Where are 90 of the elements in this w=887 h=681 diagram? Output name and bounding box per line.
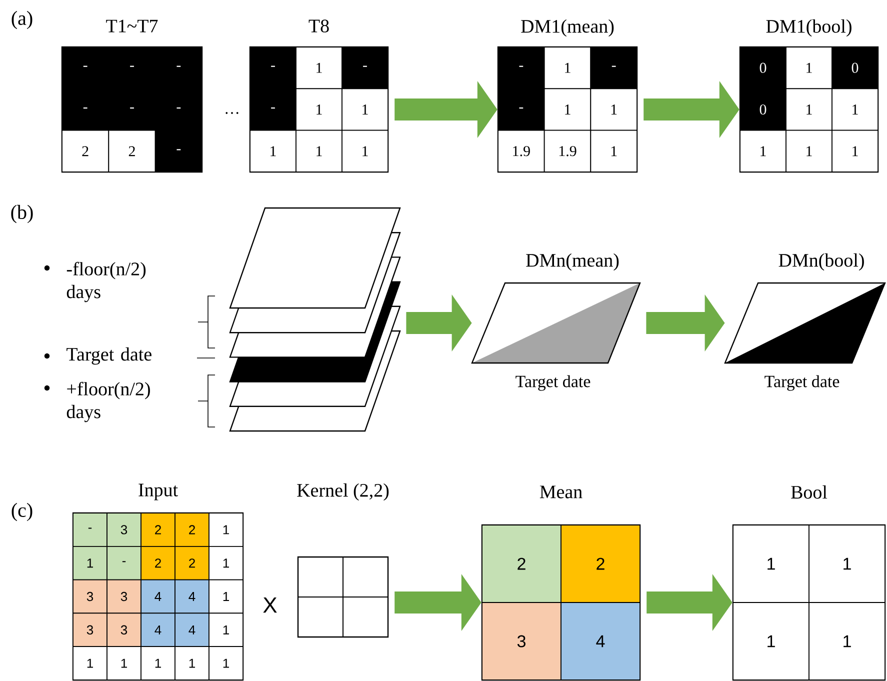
grid-cell: 3 (482, 602, 562, 680)
grid-cell: - (72, 512, 108, 547)
grid-cell: 1 (296, 88, 342, 131)
grid-cell: 1 (732, 524, 810, 603)
grid-cell: - (154, 130, 202, 172)
grid-cell: 0 (740, 88, 786, 131)
grid-cell: 2 (140, 512, 176, 547)
grid-cell: 1 (740, 130, 786, 172)
grid-cell: 3 (72, 579, 108, 614)
grid-cell: - (62, 46, 110, 90)
ellipsis: … (226, 112, 238, 114)
grid-cell: 1 (786, 130, 832, 172)
grid-cell: - (250, 46, 296, 90)
grid-title: T1~T7 (106, 20, 158, 32)
list-item: +floor(n/2) days (44, 382, 150, 422)
grid-cell: - (342, 46, 388, 90)
grid-cell: 2 (482, 524, 562, 603)
grid-title: Input (138, 484, 178, 500)
panel-label: (b) (11, 204, 33, 224)
grid-cell: 1 (140, 646, 176, 680)
shape-title: DMn(mean) (526, 253, 619, 271)
grid-cell: - (590, 46, 638, 90)
grid-cell: 1 (296, 130, 342, 172)
grid-title: Mean (540, 486, 582, 498)
grid-title: Bool (791, 485, 828, 499)
grid-cell: 1 (208, 612, 244, 648)
grid-title: Kernel (2,2) (297, 483, 389, 501)
grid-cell: 1 (342, 130, 388, 172)
grid-cell: 1 (544, 46, 592, 90)
grid-cell: 2 (140, 546, 176, 580)
grid-cell: 1 (72, 546, 108, 580)
list-item: Target date (44, 347, 152, 365)
panel-label: (c) (12, 502, 32, 522)
grid-cell: 2 (174, 546, 210, 580)
grid-cell: 0 (832, 46, 878, 90)
multiply-sign: X (263, 597, 277, 613)
grid-cell: 1 (808, 602, 886, 680)
grid-cell: 4 (140, 612, 176, 648)
grid-cell: 3 (72, 612, 108, 648)
grid-cell: 1 (786, 46, 832, 90)
grid-cell: - (108, 46, 156, 90)
grid-cell: 1 (732, 602, 810, 680)
grid-cell: 0 (740, 46, 786, 90)
grid-cell: - (106, 546, 142, 580)
grid-cell: 2 (174, 512, 210, 547)
grid-cell: 1 (72, 646, 108, 680)
grid-cell: 1.9 (544, 130, 592, 172)
grid-cell: 1 (342, 88, 388, 131)
grid-cell: 4 (560, 602, 640, 680)
grid-title: DM1(mean) (521, 19, 614, 37)
grid-cell: 3 (106, 579, 142, 614)
grid-cell: 1 (786, 88, 832, 131)
grid-cell: 1 (544, 88, 592, 131)
grid-cell: 3 (106, 512, 142, 547)
grid-cell: 3 (106, 612, 142, 648)
grid-cell: 1 (590, 88, 638, 131)
grid-cell: 1 (832, 88, 878, 131)
grid-cell: 1 (832, 130, 878, 172)
grid-cell: - (154, 46, 202, 90)
grid-cell: 1 (174, 646, 210, 680)
grid-cell: - (154, 88, 202, 131)
date-label: Target date (764, 375, 840, 391)
grid-cell: 1 (208, 579, 244, 614)
grid-cell: 4 (174, 579, 210, 614)
grid-cell: 4 (174, 612, 210, 648)
grid-cell: 4 (140, 579, 176, 614)
grid-cell: 2 (560, 524, 640, 603)
grid-cell: 1 (250, 130, 296, 172)
panel-label: (a) (12, 10, 32, 30)
grid-cell: 1.9 (498, 130, 545, 172)
grid-cell: - (250, 88, 296, 131)
grid-cell: 1 (208, 646, 244, 680)
grid-cell: 1 (208, 512, 244, 547)
grid-cell: 1 (296, 46, 342, 90)
grid-cell: - (62, 88, 110, 131)
grid-cell: 1 (208, 546, 244, 580)
date-label: Target date (516, 375, 590, 391)
grid-cell: 1 (808, 524, 886, 603)
grid-cell: - (108, 88, 156, 131)
grid-title: T8 (308, 20, 329, 32)
list-item: -floor(n/2) days (44, 262, 146, 302)
grid-cell: 2 (62, 130, 110, 172)
layer-stack-drawing (229, 207, 401, 432)
grid-cell: 2 (108, 130, 156, 172)
shape-title: DMn(bool) (778, 253, 864, 271)
grid-cell: - (498, 46, 545, 90)
grid-cell: 1 (590, 130, 638, 172)
grid-cell: - (498, 88, 545, 131)
grid-title: DM1(bool) (766, 19, 852, 37)
grid-cell: 1 (106, 646, 142, 680)
